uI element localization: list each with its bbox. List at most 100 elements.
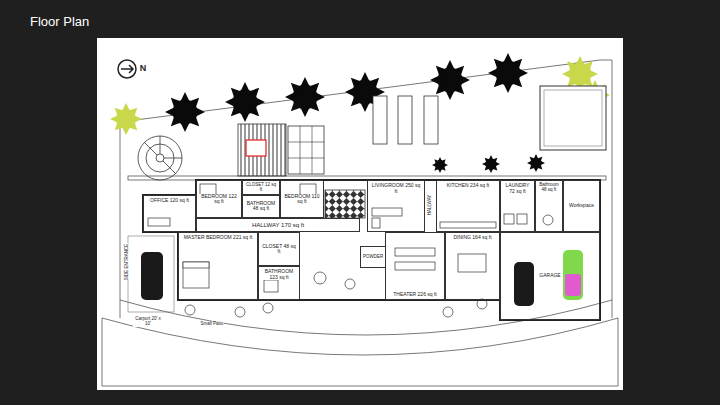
page-title: Floor Plan <box>30 14 89 30</box>
washer <box>504 214 514 224</box>
tree <box>165 92 205 132</box>
plan-label: SIDE ENTRANCE <box>125 244 130 281</box>
boundary-line <box>600 60 612 61</box>
boundary-line <box>120 122 121 318</box>
black-car <box>514 262 534 306</box>
spiral-stair <box>138 136 182 180</box>
master-bed <box>183 262 209 288</box>
tree <box>430 60 470 100</box>
room-box: HALLWAY 170 sq ft <box>196 218 360 232</box>
room-box: BEDROOM 110 sq ft <box>280 180 324 218</box>
pergola <box>238 124 286 176</box>
tree <box>285 77 325 117</box>
kitchen-counter <box>440 222 496 228</box>
desk <box>148 218 170 226</box>
bathtub <box>264 280 278 292</box>
lounger <box>373 96 387 144</box>
driveway-curve <box>120 300 612 335</box>
pool-edge <box>544 90 602 146</box>
room-label: POWDER <box>362 255 384 260</box>
room-label: GARAGE <box>538 273 561 279</box>
room-box: DINING 164 sq ft <box>445 232 500 300</box>
room-label: BATHROOM 48 sq ft <box>244 201 278 212</box>
lounger <box>398 96 412 144</box>
room-box: Bathroom 48 sq ft <box>535 180 563 232</box>
shrub <box>235 307 245 317</box>
north-arrow <box>121 65 133 73</box>
room-box: LAUNDRY 72 sq ft <box>500 180 535 232</box>
room-box: BEDROOM 122 sq ft <box>196 180 242 218</box>
room-label: OFFICE 120 sq ft <box>149 198 190 204</box>
red-seating <box>246 140 266 156</box>
pillows <box>183 262 209 268</box>
plan-label: Small Patio <box>201 322 224 327</box>
lounger <box>424 96 438 144</box>
theater-seats <box>395 248 435 256</box>
sofa <box>372 208 402 216</box>
outer-wall <box>143 180 600 320</box>
room-box: POWDER <box>360 246 386 268</box>
room-label: BEDROOM 122 sq ft <box>198 194 240 205</box>
plan-sheet <box>97 38 623 390</box>
site-boundary <box>102 60 618 386</box>
boundary-line <box>102 386 618 387</box>
tree-row <box>165 53 545 173</box>
room-label: CLOSET 12 sq ft <box>244 183 278 193</box>
room-box: GARAGE <box>500 232 600 320</box>
shrub <box>185 305 195 315</box>
room-box: LIVINGROOM 250 sq ft <box>367 180 425 232</box>
room-label: MASTER BEDROOM 221 sq ft <box>183 235 254 241</box>
room-label: Bathroom 48 sq ft <box>537 183 561 193</box>
room-label: BATHROOM 123 sq ft <box>260 269 298 280</box>
room-label: HALLWAY 170 sq ft <box>251 222 305 229</box>
plan-label: Carport 20' x 10' <box>133 317 163 327</box>
room-label: LAUNDRY 72 sq ft <box>502 183 533 194</box>
room-box: BATHROOM 123 sq ft <box>258 266 300 300</box>
room-label: LIVINGROOM 250 sq ft <box>369 183 423 194</box>
room-box: Workspace <box>563 180 600 232</box>
tree <box>488 53 528 93</box>
carport-car <box>141 252 163 300</box>
room-box: BATHROOM 48 sq ft <box>242 194 280 218</box>
stair-treads <box>144 136 182 174</box>
green-trees <box>110 56 610 135</box>
room-label: DINING 164 sq ft <box>452 235 492 241</box>
driveway-curve <box>102 318 618 355</box>
shrubs <box>185 272 487 317</box>
boundary-line <box>102 318 103 386</box>
pool <box>540 86 606 150</box>
north-arrow-ring <box>118 60 136 78</box>
boundary-line <box>618 318 619 386</box>
room-box: OFFICE 120 sq ft <box>143 195 196 232</box>
tree <box>225 82 265 122</box>
room-label: THEATER 226 sq ft <box>392 292 438 298</box>
stair-post <box>156 154 164 162</box>
theater-seats <box>395 262 435 270</box>
outdoor-table <box>288 126 324 174</box>
room-label: CLOSET 48 sq ft <box>260 244 298 255</box>
room-box: CLOSET 48 sq ft <box>258 232 300 266</box>
room-box: MASTER BEDROOM 221 sq ft <box>178 232 258 300</box>
carport-area <box>128 236 174 312</box>
shrub <box>314 272 326 284</box>
palm <box>482 155 500 173</box>
plan-label: N <box>140 64 147 74</box>
green-car <box>563 250 583 300</box>
palm <box>527 154 545 172</box>
room-label: KITCHEN 234 sq ft <box>446 183 491 189</box>
courtyard <box>325 190 365 218</box>
pink-car-roof <box>565 274 581 296</box>
dryer <box>517 214 527 224</box>
building-shell <box>143 180 600 320</box>
shrub <box>477 299 487 309</box>
room-box: THEATER 226 sq ft <box>385 232 445 300</box>
room-label: BEDROOM 110 sq ft <box>282 194 322 205</box>
room-box: KITCHEN 234 sq ft <box>436 180 500 232</box>
room-label: Workspace <box>568 203 595 209</box>
shrub <box>443 307 453 317</box>
tree <box>110 103 142 135</box>
palm <box>432 157 448 173</box>
armchair <box>372 218 380 228</box>
